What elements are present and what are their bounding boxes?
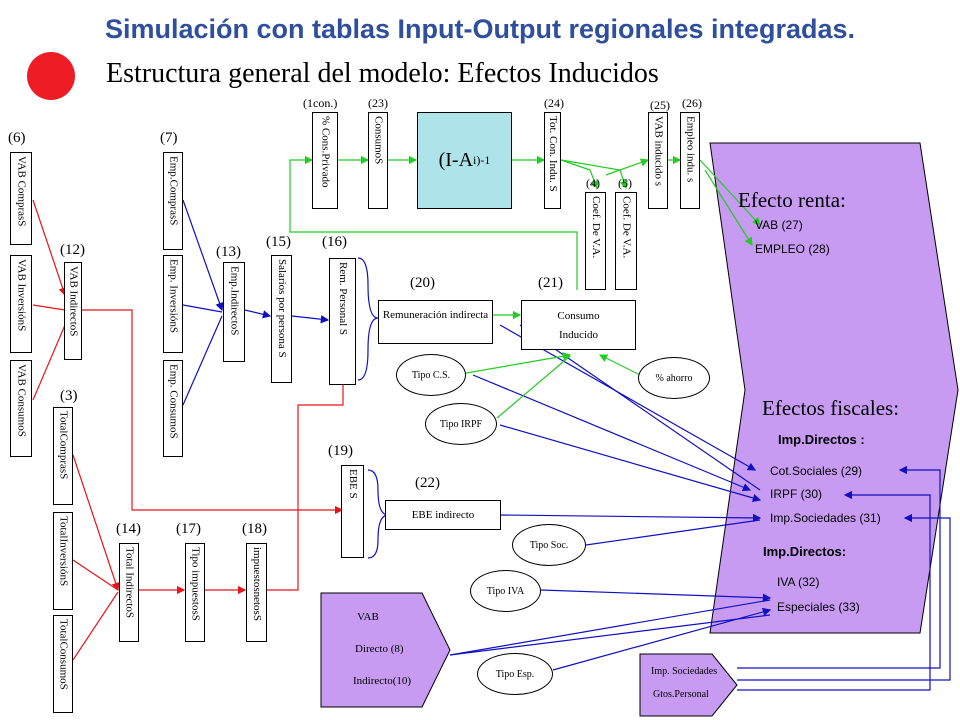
label-1con: (1con.) <box>303 96 338 110</box>
cot-sociales-label: Cot.Sociales (29) <box>770 464 863 478</box>
efecto-renta-title: Efecto renta: <box>738 188 846 212</box>
gtos-personal-label: Gtos.Personal <box>653 689 709 700</box>
label-21: (21) <box>538 275 563 291</box>
total-consumo-box: TotalConsumoS <box>53 615 73 713</box>
vab-inversion-box: VAB InversiónS <box>10 255 32 353</box>
label-4: (4) <box>586 176 600 190</box>
vab-indirecto-box: VAB IndirectoS <box>64 262 82 360</box>
coef-va-4-box: Coef. De V.A. <box>585 192 606 290</box>
label-24: (24) <box>544 96 564 110</box>
page-subtitle: Estructura general del modelo: Efectos I… <box>106 58 659 89</box>
vab-consumo-box: VAB ConsumoS <box>10 360 32 457</box>
iva-label: IVA (32) <box>777 575 820 589</box>
label-16: (16) <box>322 234 347 250</box>
label-22: (22) <box>415 475 440 491</box>
label-19: (19) <box>328 443 353 459</box>
impuestos-netos-box: impuestosnetosS <box>246 543 267 642</box>
total-indirecto-box: Total IndirectoS <box>119 543 139 642</box>
emp-compras-box: Emp.ComprasS <box>163 152 183 250</box>
tipo-impuestos-box: Tipo impuestosS <box>185 543 205 642</box>
empleo-28-label: EMPLEO (28) <box>755 242 830 256</box>
imp-sociedades-shape <box>639 653 738 717</box>
vab-inducido-box: VAB inducido s <box>648 112 668 209</box>
label-6: (6) <box>8 130 26 146</box>
vab-compras-box: VAB ComprasS <box>10 152 32 245</box>
total-compras-box: TotalComprasS <box>53 407 73 505</box>
vab-shape-indirecto: Indirecto(10) <box>353 675 412 687</box>
imp-sociedades-label: Imp. Sociedades <box>651 666 718 677</box>
label-17: (17) <box>176 521 201 537</box>
vab-27-label: VAB (27) <box>755 218 803 232</box>
vab-shape-title: VAB <box>357 611 379 623</box>
ahorro-ellipse: % ahorro <box>638 357 710 399</box>
label-13: (13) <box>216 244 241 260</box>
tipo-cs-ellipse: Tipo C.S. <box>396 354 466 396</box>
empleo-indu-box: Empleo indu. s <box>680 112 700 209</box>
label-3: (3) <box>60 388 78 404</box>
vab-shape <box>320 592 451 708</box>
label-5: (5) <box>618 176 632 190</box>
emp-consumo-box: Emp. ConsumoS <box>163 360 183 457</box>
label-14: (14) <box>116 521 141 537</box>
imp-sociedades-effect-label: Imp.Sociedades (31) <box>770 511 881 525</box>
effects-panel <box>709 142 959 634</box>
label-23: (23) <box>368 96 388 110</box>
emp-indirecto-box: Emp.IndirectoS <box>223 262 245 362</box>
ebe-s-box: EBE S <box>341 465 364 558</box>
emp-inversion-box: Emp. InversiónS <box>163 255 183 353</box>
efectos-fiscales-title: Efectos fiscales: <box>762 396 900 420</box>
total-inversion-box: TotalInversiónS <box>53 512 73 610</box>
vab-shape-directo: Directo (8) <box>355 643 404 655</box>
consumo-inducido-box: Consumo Inducido <box>521 300 636 350</box>
label-20: (20) <box>410 275 435 291</box>
salarios-box: Salarios por persona S <box>271 255 292 383</box>
especiales-label: Especiales (33) <box>777 600 860 614</box>
page-title: Simulación con tablas Input-Output regio… <box>104 14 856 44</box>
label-15: (15) <box>266 234 291 250</box>
tipo-irpf-ellipse: Tipo IRPF <box>425 403 497 445</box>
tipo-iva-ellipse: Tipo IVA <box>470 570 541 612</box>
consumo-s-box: ConsumoS <box>368 112 388 209</box>
ebe-indirecto-box: EBE indirecto <box>385 500 501 530</box>
label-25: (25) <box>650 98 670 112</box>
label-18: (18) <box>242 521 267 537</box>
label-7: (7) <box>160 130 178 146</box>
irpf-label: IRPF (30) <box>770 487 823 501</box>
label-12: (12) <box>60 242 85 258</box>
rem-personal-box: Rem. Personal S <box>329 258 356 385</box>
imp-directos-heading-1: Imp.Directos : <box>778 432 865 447</box>
tot-con-indu-box: Tot. Con. Indu. S <box>544 112 561 209</box>
remuneracion-indirecta-box: Remuneración indirecta <box>378 300 493 344</box>
label-26: (26) <box>682 96 702 110</box>
red-circle-marker <box>27 52 75 100</box>
tipo-esp-ellipse: Tipo Esp. <box>477 653 553 695</box>
pct-consumo-box: % Cons.Privado <box>312 112 338 209</box>
imp-directos-heading-2: Imp.Directos: <box>763 544 847 559</box>
tipo-soc-ellipse: Tipo Soc. <box>512 524 586 566</box>
coef-va-5-box: Coef. De V.A. <box>615 192 637 290</box>
